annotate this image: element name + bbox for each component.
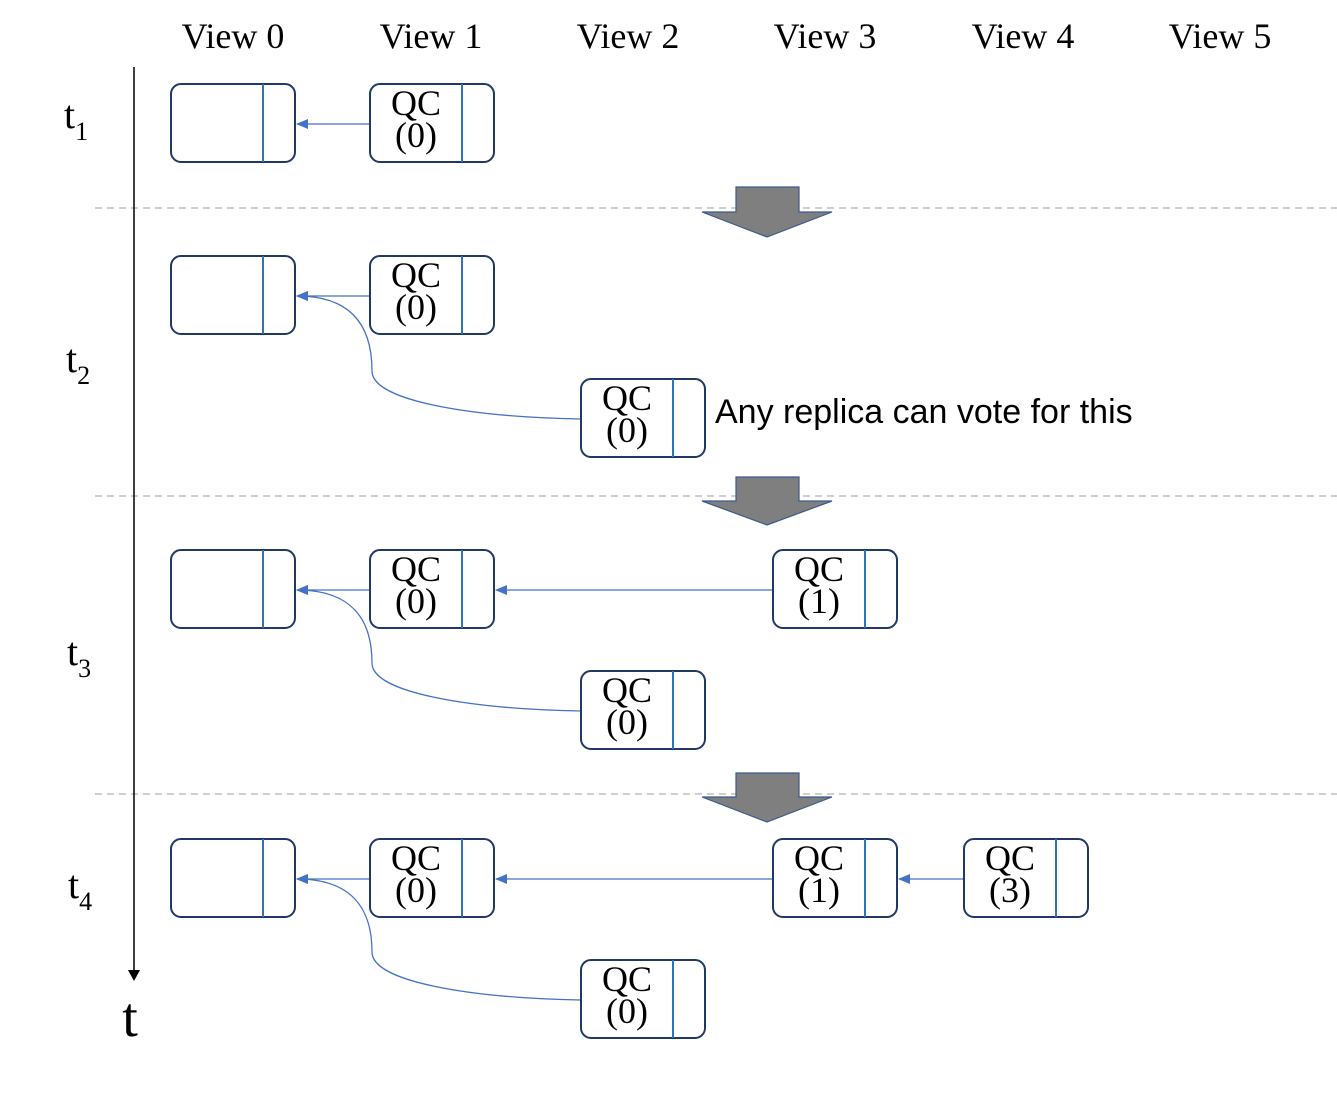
vote-annotation: Any replica can vote for this	[715, 393, 1133, 431]
time-step-t1: t1	[64, 92, 88, 146]
view-header-5: View 5	[1169, 16, 1272, 56]
view-header-3: View 3	[774, 16, 877, 56]
block-qc-label: QC	[391, 549, 441, 589]
block-qc-view: (0)	[606, 991, 648, 1031]
time-step-t2-base: t	[66, 336, 77, 381]
block-qc-label: QC	[602, 959, 652, 999]
time-axis: t	[122, 67, 140, 1049]
block-t3-b1: QC(0)	[369, 549, 495, 629]
block-t4-b3: QC(1)	[772, 838, 898, 918]
time-step-t1-sub: 1	[75, 117, 88, 146]
link-t2-b2-to-t2-b0	[296, 291, 582, 420]
block-qc-label: QC	[602, 378, 652, 418]
transition-arrow-3	[701, 772, 833, 823]
block-qc-label: QC	[391, 255, 441, 295]
block-qc-view: (0)	[395, 115, 437, 155]
view-headers: View 0 View 1 View 2 View 3 View 4 View …	[182, 16, 1272, 56]
transition-arrow-1	[701, 186, 833, 238]
link-t3-b2-to-t3-b0	[296, 585, 582, 712]
time-step-t4-base: t	[68, 862, 79, 907]
block-qc-view: (0)	[395, 581, 437, 621]
block-t3-b0	[170, 549, 296, 629]
time-step-t3: t3	[67, 629, 91, 683]
block-t2-b2: QC(0)	[580, 378, 706, 458]
time-step-t1-base: t	[64, 92, 75, 137]
block-box	[170, 255, 296, 335]
block-qc-label: QC	[985, 838, 1035, 878]
time-step-t2: t2	[66, 336, 90, 390]
view-header-4: View 4	[972, 16, 1075, 56]
time-separators	[95, 207, 1337, 795]
block-qc-view: (0)	[395, 287, 437, 327]
time-step-t4: t4	[68, 862, 92, 916]
time-axis-arrowhead	[128, 970, 140, 981]
transition-arrows	[701, 186, 833, 823]
block-qc-view: (0)	[395, 870, 437, 910]
block-box	[170, 838, 296, 918]
time-step-t3-base: t	[67, 629, 78, 674]
block-qc-label: QC	[391, 838, 441, 878]
block-qc-view: (0)	[606, 410, 648, 450]
block-qc-label: QC	[794, 549, 844, 589]
time-step-labels: t1 t2 t3 t4	[64, 92, 92, 916]
block-t2-b1: QC(0)	[369, 255, 495, 335]
time-step-t2-sub: 2	[77, 361, 90, 390]
block-box	[170, 549, 296, 629]
block-qc-view: (1)	[798, 581, 840, 621]
block-t1-b0	[170, 83, 296, 163]
view-header-1: View 1	[380, 16, 483, 56]
block-qc-view: (3)	[989, 870, 1031, 910]
blocks: QC(0)QC(0)QC(0)QC(0)QC(1)QC(0)QC(0)QC(1)…	[170, 83, 1089, 1039]
link-t4-b2-to-t4-b0	[296, 874, 582, 1001]
block-qc-label: QC	[602, 670, 652, 710]
view-header-2: View 2	[577, 16, 680, 56]
view-header-0: View 0	[182, 16, 285, 56]
time-axis-label: t	[122, 987, 138, 1049]
block-qc-view: (0)	[606, 702, 648, 742]
block-t1-b1: QC(0)	[369, 83, 495, 163]
time-step-t3-sub: 3	[78, 654, 91, 683]
block-t4-b2: QC(0)	[580, 959, 706, 1039]
time-step-t4-sub: 4	[79, 887, 92, 916]
block-qc-label: QC	[794, 838, 844, 878]
parent-links	[296, 119, 964, 1001]
block-t4-b0	[170, 838, 296, 918]
block-qc-view: (1)	[798, 870, 840, 910]
block-t3-b2: QC(0)	[580, 670, 706, 750]
block-box	[170, 83, 296, 163]
block-t3-b3: QC(1)	[772, 549, 898, 629]
block-t4-b1: QC(0)	[369, 838, 495, 918]
block-qc-label: QC	[391, 83, 441, 123]
block-t2-b0	[170, 255, 296, 335]
block-t4-b4: QC(3)	[963, 838, 1089, 918]
transition-arrow-2	[701, 476, 833, 526]
